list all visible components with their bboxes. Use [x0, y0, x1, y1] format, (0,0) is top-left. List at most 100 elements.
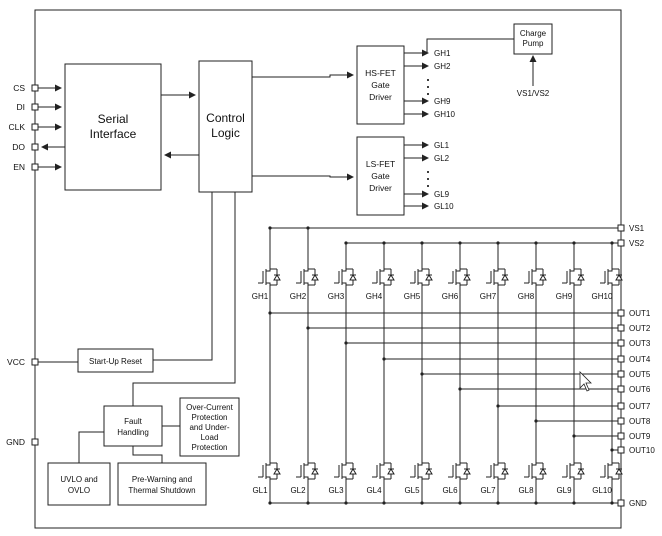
pin-label-out4: OUT4: [629, 355, 651, 364]
hs-fet-gh2: [296, 266, 319, 288]
hs-out-ellipsis-dot-3: [427, 86, 429, 88]
ls-fet-gl8: [524, 460, 547, 482]
pin-out2: [617, 324, 625, 332]
hs-fet-gh8: [524, 266, 547, 288]
ls-label-gl3: GL3: [328, 486, 344, 495]
hs-label-gh2: GH2: [290, 292, 307, 301]
hs-rail-junction-4: [382, 241, 386, 245]
gnd-junction-9: [572, 501, 576, 505]
hs-label-gh1: GH1: [252, 292, 269, 301]
ocp-block: Over-Current Protection and Under- Load …: [179, 397, 240, 457]
hs-fet-gh5: [410, 266, 433, 288]
serial-interface-label-2: Interface: [90, 127, 137, 141]
prewarn-label-1: Pre-Warning and: [132, 475, 192, 484]
gnd-junction-2: [306, 501, 310, 505]
pin-en: [31, 163, 39, 171]
ls-out-label-gl10: GL10: [434, 202, 454, 211]
startup-reset-label: Start-Up Reset: [89, 357, 143, 366]
hs-fet-gh9: [562, 266, 585, 288]
chip-outline: [34, 9, 622, 529]
hs-label-gh8: GH8: [518, 292, 535, 301]
hs-out-ellipsis-dot-2: [427, 79, 429, 81]
pin-label-di: DI: [17, 102, 26, 112]
hs-label-gh3: GH3: [328, 292, 345, 301]
pin-cs: [31, 84, 39, 92]
gnd-junction-7: [496, 501, 500, 505]
pin-gnd-left: [31, 438, 39, 446]
ocp-label-4: Load: [201, 433, 219, 442]
pin-out10: [617, 446, 625, 454]
hs-label-gh5: GH5: [404, 292, 421, 301]
pin-label-out5: OUT5: [629, 370, 651, 379]
gnd-junction-4: [382, 501, 386, 505]
hs-rail-junction-2: [306, 226, 310, 230]
ls-label-gl6: GL6: [442, 486, 458, 495]
hs-rail-junction-7: [496, 241, 500, 245]
hs-rail-junction-6: [458, 241, 462, 245]
uvlo-label-1: UVLO and: [60, 475, 97, 484]
pin-label-vs1: VS1: [629, 224, 645, 233]
pin-label-vs2: VS2: [629, 239, 645, 248]
control-logic-block: Control Logic: [198, 60, 253, 193]
hs-fet-gh10: [600, 266, 623, 288]
pin-label-out2: OUT2: [629, 324, 651, 333]
pin-vcc: [31, 358, 39, 366]
pin-label-out7: OUT7: [629, 402, 651, 411]
pin-vs1: [617, 224, 625, 232]
ls-label-gl1: GL1: [252, 486, 268, 495]
hs-out-label-gh1: GH1: [434, 49, 451, 58]
control-logic-label-2: Logic: [211, 126, 240, 140]
ls-label-gl10: GL10: [592, 486, 612, 495]
ocp-label-1: Over-Current: [186, 403, 233, 412]
hs-fet-gh7: [486, 266, 509, 288]
ls-out-label-gl2: GL2: [434, 154, 450, 163]
hs-fet-gh4: [372, 266, 395, 288]
hs-out-ellipsis-dot-4: [427, 93, 429, 95]
startup-reset-block: Start-Up Reset: [77, 348, 154, 373]
hs-driver-label-2: Gate: [371, 80, 390, 90]
output-bridge: VS1VS2OUT1OUT2OUT3OUT4OUT5OUT6OUT7OUT8OU…: [252, 224, 656, 508]
mouse-cursor-icon: [579, 371, 592, 392]
hs-label-gh7: GH7: [480, 292, 497, 301]
ls-label-gl8: GL8: [518, 486, 534, 495]
hs-out-label-gh9: GH9: [434, 97, 451, 106]
fault-handling-label-1: Fault: [124, 417, 143, 426]
pin-label-do: DO: [12, 142, 25, 152]
hs-rail-junction-10: [610, 241, 614, 245]
ls-driver-label-3: Driver: [369, 183, 392, 193]
uvlo-label-2: OVLO: [68, 486, 90, 495]
ls-driver-label-2: Gate: [371, 171, 390, 181]
hs-driver-label-1: HS-FET: [365, 68, 396, 78]
ls-fet-gl9: [562, 460, 585, 482]
ocp-label-5: Protection: [191, 443, 227, 452]
pin-label-out3: OUT3: [629, 339, 651, 348]
hs-label-gh9: GH9: [556, 292, 573, 301]
pin-out8: [617, 417, 625, 425]
ls-fet-gl2: [296, 460, 319, 482]
pin-label-en: EN: [13, 162, 25, 172]
hs-out-label-gh2: GH2: [434, 62, 451, 71]
ls-fet-driver-block: LS-FET Gate Driver: [356, 136, 405, 216]
pin-label-gnd-left: GND: [6, 437, 25, 447]
serial-interface-label-1: Serial: [98, 112, 129, 126]
ls-label-gl5: GL5: [404, 486, 420, 495]
ls-label-gl9: GL9: [556, 486, 572, 495]
ls-out-label-gl9: GL9: [434, 190, 450, 199]
pin-di: [31, 103, 39, 111]
ls-fet-gl6: [448, 460, 471, 482]
pin-label-out6: OUT6: [629, 385, 651, 394]
pin-label-out8: OUT8: [629, 417, 651, 426]
hs-label-gh10: GH10: [592, 292, 613, 301]
fault-handling-label-2: Handling: [117, 428, 149, 437]
pin-vs2: [617, 239, 625, 247]
hs-out-label-gh10: GH10: [434, 110, 455, 119]
gnd-junction-5: [420, 501, 424, 505]
gnd-junction-6: [458, 501, 462, 505]
ls-out-ellipsis-dot-3: [427, 178, 429, 180]
ls-driver-label-1: LS-FET: [366, 159, 395, 169]
pin-out3: [617, 339, 625, 347]
hs-rail-junction-9: [572, 241, 576, 245]
